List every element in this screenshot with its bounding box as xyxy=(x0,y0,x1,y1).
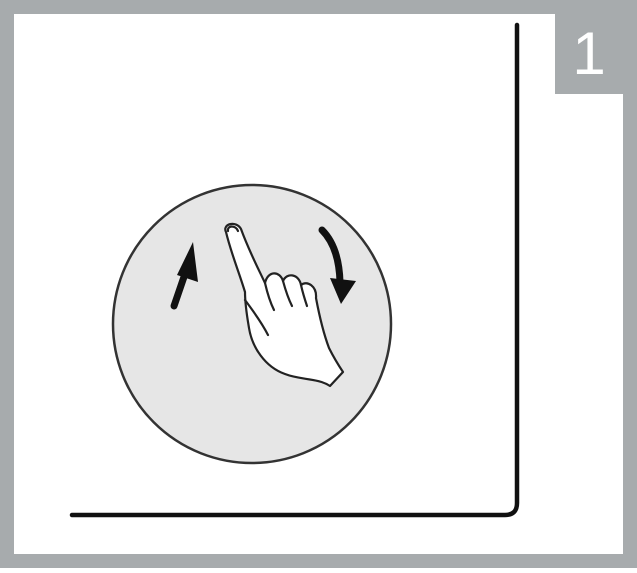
step-number-badge: 1 xyxy=(555,14,623,94)
step-number: 1 xyxy=(572,24,605,84)
